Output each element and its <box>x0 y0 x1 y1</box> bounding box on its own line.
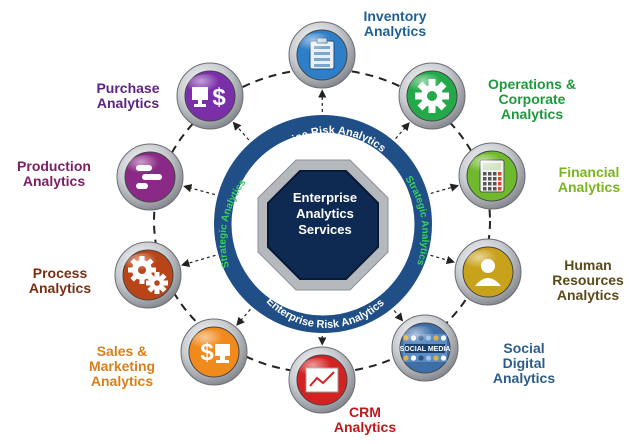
node-sales-marketing: $ <box>180 318 248 386</box>
center-title: Enterprise Analytics Services <box>270 190 380 238</box>
social-media-icon-text: SOCIAL MEDIA <box>400 346 451 353</box>
node-human-resources <box>454 238 522 306</box>
node-purchase: $ <box>176 62 244 130</box>
arrow-social-digital <box>393 310 404 322</box>
node-financial <box>458 142 526 210</box>
center-title-line: Enterprise <box>292 190 358 205</box>
outer-dashed-orbit <box>153 68 491 374</box>
center-title-line: Analytics <box>296 206 354 221</box>
arrow-human-resources <box>430 254 456 265</box>
arrow-financial <box>430 183 460 194</box>
node-social-digital <box>391 314 459 382</box>
node-production <box>116 143 184 211</box>
arrow-production <box>183 184 216 196</box>
radial-arrows <box>180 89 460 346</box>
arrow-purchase <box>232 121 250 141</box>
node-crm <box>288 346 356 414</box>
arrow-sales-marketing <box>236 308 251 326</box>
node-operations <box>398 62 466 130</box>
arrow-operations <box>395 122 410 140</box>
node-circles: $ $ SOCIAL MEDIA <box>114 21 526 414</box>
node-process <box>114 241 182 309</box>
arrow-process <box>180 254 216 268</box>
center-title-line: Services <box>298 222 352 237</box>
center-octagon-inner <box>267 170 379 280</box>
node-inventory <box>288 21 356 89</box>
